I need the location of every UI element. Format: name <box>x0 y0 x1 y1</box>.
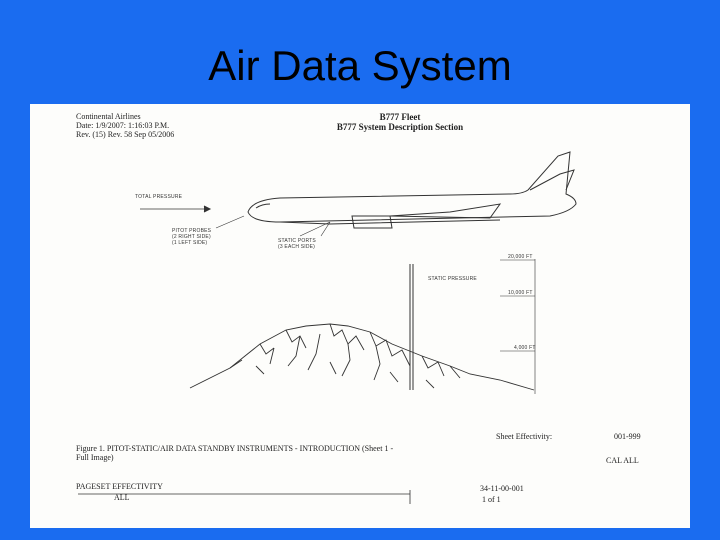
pageset-value: ALL <box>114 493 130 502</box>
label-static-pressure: STATIC PRESSURE <box>428 276 477 282</box>
document-scan: Continental Airlines Date: 1/9/2007: 1:1… <box>30 104 690 528</box>
cal-all: CAL ALL <box>606 456 639 465</box>
fuselage-belly <box>279 219 501 225</box>
header-revision: Rev. (15) Rev. 58 Sep 05/2006 <box>76 130 175 139</box>
document-header-left: Continental Airlines Date: 1/9/2007: 1:1… <box>76 112 174 139</box>
label-alt-10000: 10,000 FT <box>508 290 533 296</box>
label-alt-4000: 4,000 FT <box>514 345 536 351</box>
mountain-illustration <box>189 323 535 391</box>
header-section: B777 System Description Section <box>336 122 464 132</box>
aircraft-diagram <box>78 151 577 504</box>
document-header-center: B777 Fleet B777 System Description Secti… <box>330 112 470 132</box>
engine <box>351 215 393 229</box>
slide-title: Air Data System <box>208 42 512 89</box>
label-total-pressure: TOTAL PRESSURE <box>135 194 183 200</box>
label-static-ports: STATIC PORTS (3 EACH SIDE) <box>278 238 316 250</box>
tail-fin <box>529 169 575 191</box>
sheet-effectivity-label: Sheet Effectivity: <box>496 432 553 441</box>
header-airline: Continental Airlines <box>76 112 141 121</box>
fuselage-outline <box>247 151 577 223</box>
page-of: 1 of 1 <box>482 495 501 504</box>
altitude-scale <box>409 259 536 394</box>
label-pitot-probes: PITOT PROBES (2 RIGHT SIDE) (1 LEFT SIDE… <box>172 228 212 246</box>
cockpit-window <box>255 203 271 209</box>
label-alt-20000: 20,000 FT <box>508 254 533 260</box>
header-fleet: B777 Fleet <box>379 112 421 122</box>
sheet-effectivity-value: 001-999 <box>614 432 641 441</box>
figure-caption: Figure 1. PITOT-STATIC/AIR DATA STANDBY … <box>76 444 394 462</box>
header-date: Date: 1/9/2007: 1:16:03 P.M. <box>76 121 170 130</box>
doc-number: 34-11-00-001 <box>480 484 524 493</box>
wing <box>389 203 502 219</box>
pageset-effectivity: PAGESET EFFECTIVITY <box>76 482 163 491</box>
